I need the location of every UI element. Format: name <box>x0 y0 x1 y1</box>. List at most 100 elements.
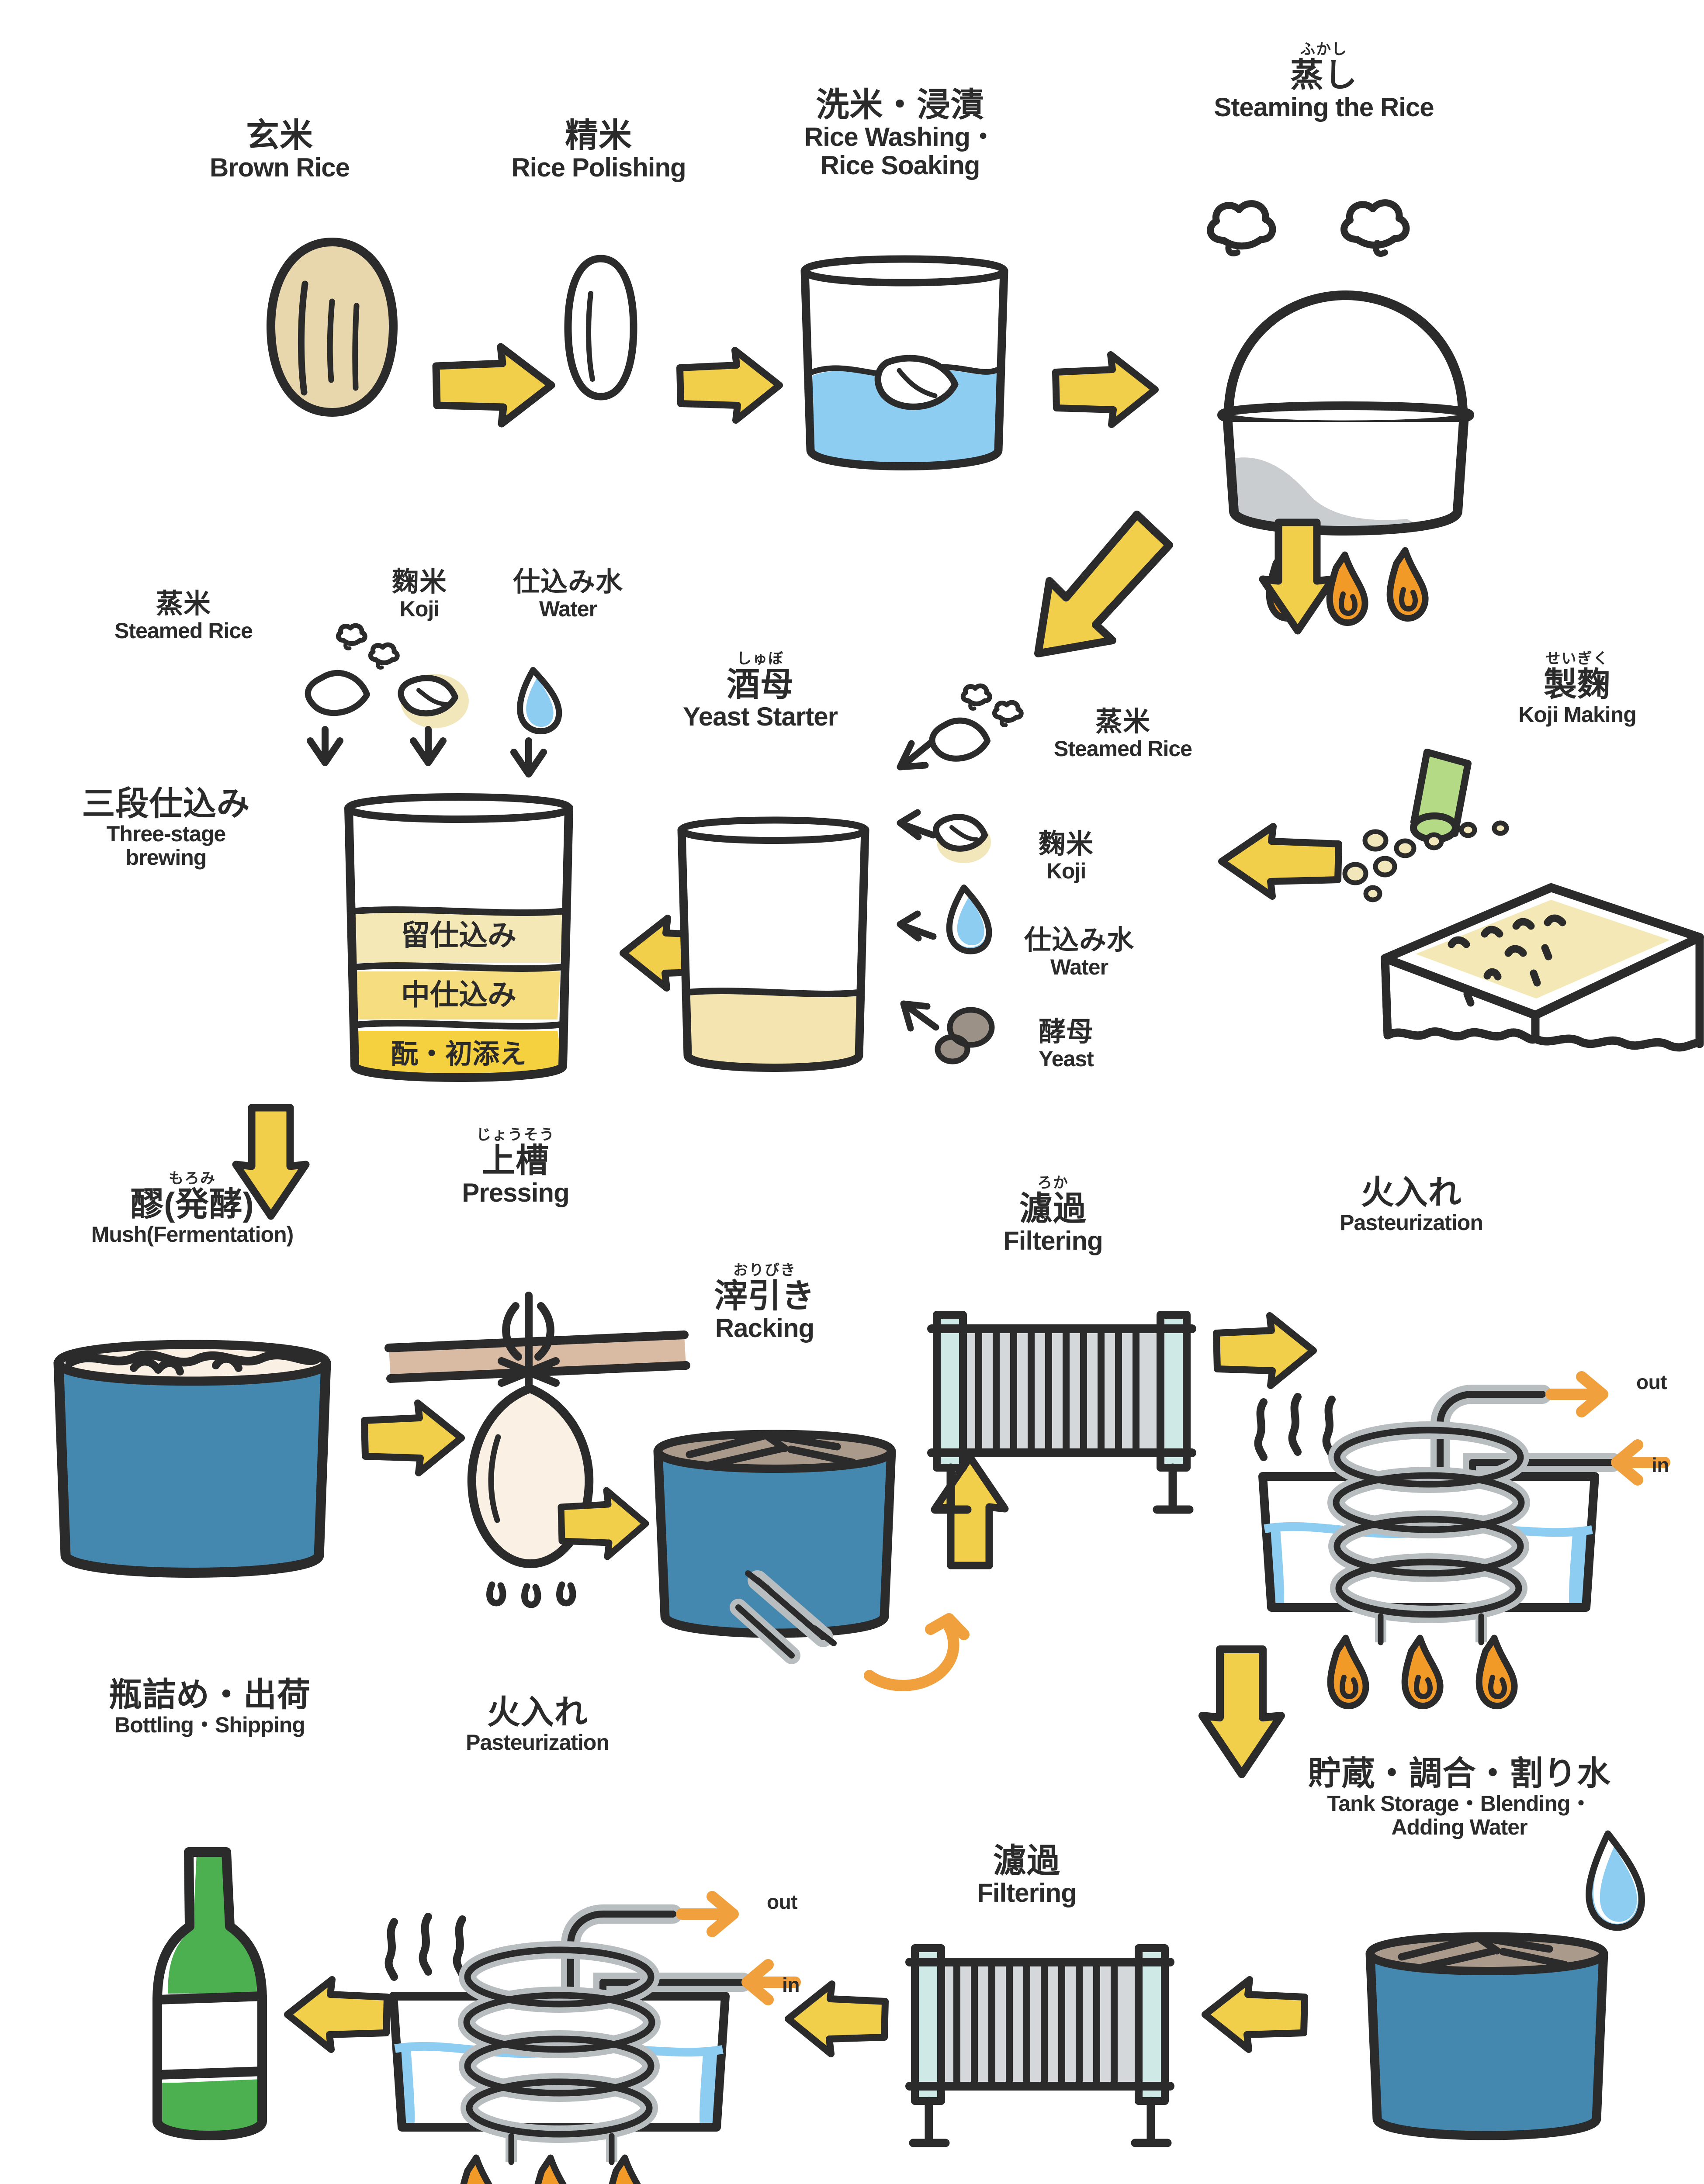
label-filtering-1: ろか 濾過 Filtering <box>961 1175 1145 1255</box>
three-stage-en2: brewing <box>125 845 207 870</box>
koji-b-jp: 麴米 <box>1038 829 1094 859</box>
label-rice-polishing: 精米 Rice Polishing <box>463 117 734 183</box>
arrow-racking-curve <box>864 1607 996 1695</box>
steam-puffs-icon <box>1197 188 1459 258</box>
koji-spore-tube-icon <box>1403 743 1490 843</box>
pressing-bag-illustration <box>384 1258 690 1625</box>
label-koji-b: 麴米 Koji <box>1001 829 1132 883</box>
koji-tray-illustration <box>1376 860 1704 1088</box>
bottling-jp: 瓶詰め・出荷 <box>109 1676 311 1714</box>
flame-group-pasteurize-2 <box>460 2154 641 2184</box>
yeast-b-jp: 酵母 <box>1038 1017 1094 1047</box>
arrow-filter-to-pasteurize-1 <box>1210 1310 1320 1393</box>
rice-washing-jp: 洗米・浸漬 <box>816 86 984 124</box>
brown-rice-illustration <box>262 236 402 419</box>
label-steaming: ふかし 蒸し Steaming the Rice <box>1153 41 1494 122</box>
rice-polishing-jp: 精米 <box>565 117 632 154</box>
yeast-starter-jp: 酒母 <box>727 666 794 703</box>
steamed-rice-a-en: Steamed Rice <box>114 618 253 643</box>
koji-a-en: Koji <box>399 596 440 621</box>
sake-bottle-illustration <box>122 1843 306 2158</box>
arrow-steam-down-left <box>1022 507 1180 668</box>
arrow-pasteurize-2-to-bottling <box>280 1974 393 2057</box>
racking-en: Racking <box>715 1313 814 1343</box>
racking-furigana: おりびき <box>733 1262 796 1279</box>
label-brown-rice: 玄米 Brown Rice <box>166 117 393 183</box>
soaking-tub-illustration <box>782 245 1027 489</box>
yeast-starter-furigana: しゅぼ <box>737 650 784 667</box>
tank-layer-bottom-text: 酛・初添え <box>391 1039 526 1069</box>
filtering-1-en: Filtering <box>1003 1226 1103 1255</box>
out-1-text: out <box>1636 1371 1667 1393</box>
in-2-text: in <box>782 1973 800 1996</box>
in-1-text: in <box>1652 1454 1669 1476</box>
arrow-brown-to-polish <box>428 341 559 432</box>
arrow-filtering-2-to-pasteurize-2 <box>782 1979 891 2062</box>
steamer-pot-illustration <box>1180 284 1512 626</box>
koji-making-jp: 製麴 <box>1544 666 1611 703</box>
three-stage-tank: 留仕込み 中仕込み 酛・初添え <box>323 786 594 1092</box>
bottling-en: Bottling・Shipping <box>114 1713 305 1738</box>
arrow-koji-to-tank <box>1206 821 1346 904</box>
yeast-b-en: Yeast <box>1039 1046 1094 1071</box>
arrow-pressing-to-racking <box>555 1485 651 1564</box>
three-stage-jp: 三段仕込み <box>82 785 250 822</box>
filter-press-2-illustration <box>887 1935 1193 2162</box>
label-steamed-rice-a: 蒸米 Steamed Rice <box>79 589 288 643</box>
brown-rice-en: Brown Rice <box>209 153 350 183</box>
filtering-2-jp: 濾過 <box>993 1842 1060 1880</box>
label-filtering-2: 濾過 Filtering <box>935 1843 1119 1908</box>
label-racking: おりびき 滓引き Racking <box>673 1262 856 1343</box>
label-bottling: 瓶詰め・出荷 Bottling・Shipping <box>35 1677 384 1737</box>
pasteurization-2-jp: 火入れ <box>487 1694 588 1731</box>
pasteurization-2-en: Pasteurization <box>466 1730 610 1755</box>
yeast-starter-tank <box>668 812 878 1083</box>
label-pressing: じょうそう 上槽 Pressing <box>411 1127 620 1207</box>
steaming-furigana: ふかし <box>1300 41 1347 58</box>
arrow-tank-down-to-mash <box>227 1101 315 1223</box>
arrow-mash-to-pressing <box>358 1398 468 1481</box>
label-steamed-rice-b: 蒸米 Steamed Rice <box>1009 707 1236 760</box>
pasteurization-1-illustration <box>1236 1284 1673 1721</box>
filter-press-1-illustration <box>909 1302 1215 1529</box>
fermentation-tank-illustration <box>44 1328 341 1603</box>
filtering-1-jp: 濾過 <box>1019 1190 1087 1227</box>
racking-jp: 滓引き <box>714 1277 815 1315</box>
label-yeast-b: 酵母 Yeast <box>1001 1017 1132 1071</box>
label-rice-washing: 洗米・浸漬 Rice Washing・ Rice Soaking <box>743 87 1057 180</box>
pasteurization-1-jp: 火入れ <box>1361 1174 1462 1211</box>
fermentation-jp: 醪(発酵) <box>130 1185 254 1223</box>
rice-washing-en2: Rice Soaking <box>820 150 980 180</box>
arrow-steam-down <box>1254 515 1341 638</box>
yeast-starter-ingredient-icons <box>887 681 1070 1075</box>
label-out-2: out <box>747 1891 817 1913</box>
label-water-a: 仕込み水 Water <box>476 567 660 621</box>
koji-spores-sprinkle <box>1320 820 1520 917</box>
fermentation-furigana: もろみ <box>169 1170 216 1187</box>
steaming-en: Steaming the Rice <box>1214 92 1434 122</box>
rice-polishing-en: Rice Polishing <box>511 153 686 183</box>
arrow-wash-to-steam <box>1049 349 1162 432</box>
filtering-1-furigana: ろか <box>1037 1175 1069 1191</box>
three-stage-en1: Three-stage <box>106 822 226 847</box>
steaming-jp: 蒸し <box>1290 56 1358 94</box>
rice-washing-en1: Rice Washing・ <box>804 122 996 152</box>
pasteurization-1-en: Pasteurization <box>1340 1210 1483 1235</box>
pasteurization-2-illustration <box>367 1804 804 2184</box>
adding-water-droplet-icon <box>1560 1826 1656 1948</box>
water-a-en: Water <box>539 596 597 621</box>
brown-rice-jp: 玄米 <box>246 117 313 154</box>
pressing-jp: 上槽 <box>482 1142 549 1179</box>
label-out-1: out <box>1617 1371 1687 1393</box>
label-in-2: in <box>760 1974 821 1996</box>
label-pasteurization-2: 火入れ Pasteurization <box>402 1694 673 1755</box>
steamed-rice-a-jp: 蒸米 <box>156 589 211 619</box>
arrow-polish-to-wash <box>673 345 786 428</box>
label-in-1: in <box>1630 1454 1691 1476</box>
water-b-jp: 仕込み水 <box>1024 925 1134 955</box>
koji-making-furigana: せいぎく <box>1545 650 1609 667</box>
water-b-en: Water <box>1050 954 1108 979</box>
tank-storage-en2: Adding Water <box>1391 1815 1527 1840</box>
label-koji-making: せいぎく 製麴 Koji Making <box>1459 651 1695 726</box>
tank-storage-jp: 貯蔵・調合・割り水 <box>1308 1755 1611 1792</box>
